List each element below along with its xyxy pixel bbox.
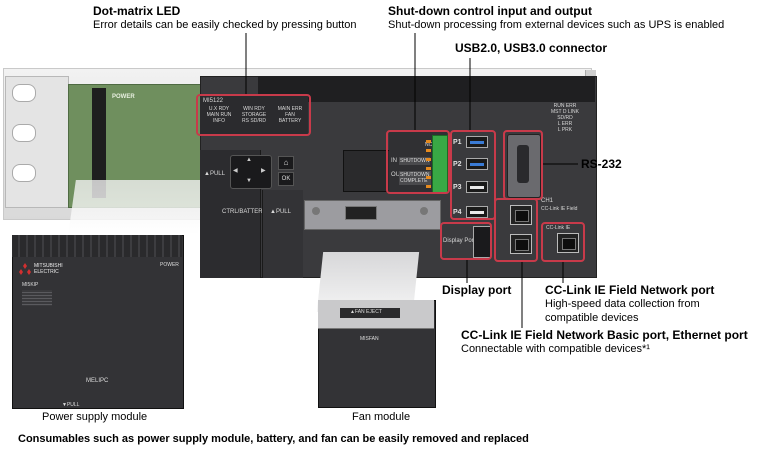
shutdown-complete-text: SHUTDOWN COMPLETE (399, 171, 431, 185)
home-button[interactable]: ⌂ (278, 156, 294, 170)
led-label: RS SD/RD (242, 118, 266, 124)
port-label-p4: P4 (453, 209, 462, 216)
pull-label-right: ▲PULL (270, 209, 291, 215)
led-label: INFO (213, 118, 225, 124)
led-col-2: WIN RDY STORAGE RS SD/RD (238, 106, 270, 124)
ch1-label: CH1 (541, 198, 554, 204)
fan-slot (262, 190, 303, 278)
usb2-port-p4[interactable] (466, 206, 488, 218)
fan-eject-label: ▲FAN EJECT (350, 309, 382, 315)
status-label: L ERR (557, 121, 573, 127)
psu-power-label: POWER (160, 262, 179, 268)
psu-brand: MITSUBISHI ELECTRIC (34, 263, 63, 275)
caption-fan: Fan module (352, 411, 411, 423)
callout-desc-led: Error details can be easily checked by p… (93, 19, 357, 31)
psu-melipc-label: MELIPC (86, 378, 109, 384)
mitsubishi-diamond-icon (19, 263, 31, 275)
out-label: OUT (391, 172, 404, 178)
psu-top-fins (12, 235, 182, 257)
callout-title-cclink-ie: CC-Link IE Field Network port (545, 283, 715, 297)
in-label: IN (391, 158, 397, 164)
dot-matrix-led-panel: MI5122 U.X RDY MAIN RUN INFO WIN RDY STO… (200, 96, 308, 136)
status-led-labels: RUN ERR MST D LINK SD/RD L ERR L PRK (540, 103, 590, 133)
cc-link-ie-port[interactable] (557, 233, 579, 253)
ethernet-port-1[interactable] (510, 205, 532, 225)
cpu-unit-top (258, 76, 595, 102)
ch1-sub-label: CC-Link IE Field (541, 206, 578, 212)
nav-up-icon[interactable]: ▲ (246, 157, 252, 163)
port-label-p3: P3 (453, 184, 462, 191)
led-label: U.X RDY (208, 106, 230, 112)
usb3-port-p2[interactable] (466, 158, 488, 170)
callout-title-cclink-basic: CC-Link IE Field Network Basic port, Eth… (461, 328, 748, 342)
callout-box-display-port (440, 222, 492, 260)
led-label: MAIN RUN (206, 112, 232, 118)
power-supply-module (12, 235, 184, 409)
led-model: MI5122 (203, 98, 224, 104)
usb3-port-p1[interactable] (466, 136, 488, 148)
led-label: STORAGE (241, 112, 267, 118)
callout-title-rs232: RS-232 (581, 157, 622, 171)
psu-pull-label: ▼PULL (62, 402, 80, 408)
callout-title-led: Dot-matrix LED (93, 4, 181, 18)
nav-down-icon[interactable]: ▼ (246, 178, 252, 184)
misfan-label: MISFAN (360, 336, 379, 342)
callout-desc-shutdown: Shut-down processing from external devic… (388, 19, 725, 31)
ctrl-battery-label: CTRL/BATTERY (222, 209, 267, 215)
shutdown-text: SHUTDOWN (399, 157, 431, 165)
display-port-label: Display Port (443, 238, 476, 244)
nc-label: NC (425, 142, 433, 148)
nav-button-pad[interactable] (230, 155, 272, 189)
led-col-1: U.X RDY MAIN RUN INFO (204, 106, 234, 124)
led-col-3: MAIN ERR FAN BATTERY (274, 106, 306, 124)
pcb-power-label: POWER (112, 94, 135, 100)
caption-power-supply: Power supply module (42, 411, 148, 423)
status-label: L PRK (557, 127, 573, 133)
led-label: BATTERY (278, 118, 302, 124)
led-label: MAIN ERR (277, 106, 303, 112)
callout-desc-cclink-ie-2: compatible devices (545, 312, 639, 324)
status-label: RUN ERR (553, 103, 577, 109)
ethernet-port-2[interactable] (510, 234, 532, 254)
callout-title-display-port: Display port (442, 283, 512, 297)
fan-eject-tab[interactable] (340, 308, 400, 318)
rs232-connector[interactable] (507, 134, 541, 198)
pcb-connector (92, 88, 106, 198)
callout-title-usb: USB2.0, USB3.0 connector (455, 41, 608, 55)
led-label: WIN RDY (243, 106, 265, 112)
nav-right-icon[interactable]: ▶ (261, 168, 266, 174)
bottom-usb-port[interactable] (345, 206, 377, 220)
callout-box-cclink-ie (541, 222, 585, 262)
port-label-p1: P1 (453, 139, 462, 146)
status-label: SD/RD (557, 115, 573, 121)
nav-left-icon[interactable]: ◀ (233, 168, 238, 174)
psu-model: MI5KIP (22, 282, 39, 288)
pull-label-left: ▲PULL (204, 171, 225, 177)
cc-link-ie-label: CC-Link IE (546, 225, 571, 231)
callout-desc-cclink-basic: Connectable with compatible devices*¹ (461, 343, 650, 355)
port-label-p2: P2 (453, 161, 462, 168)
callout-box-usb (450, 130, 496, 220)
usb2-port-p3[interactable] (466, 181, 488, 193)
callout-box-cclink-basic (494, 198, 538, 262)
ok-button[interactable]: OK (278, 172, 294, 186)
mitsubishi-logo (18, 262, 32, 280)
callout-desc-cclink-ie-1: High-speed data collection from (545, 298, 700, 310)
psu-spec-text (22, 290, 52, 306)
callout-box-shutdown (386, 130, 450, 194)
callout-title-shutdown: Shut-down control input and output (388, 4, 592, 18)
status-label: MST D LINK (551, 109, 579, 115)
callout-box-led (196, 94, 311, 136)
footer-note: Consumables such as power supply module,… (18, 433, 529, 445)
led-label: FAN (285, 112, 295, 118)
